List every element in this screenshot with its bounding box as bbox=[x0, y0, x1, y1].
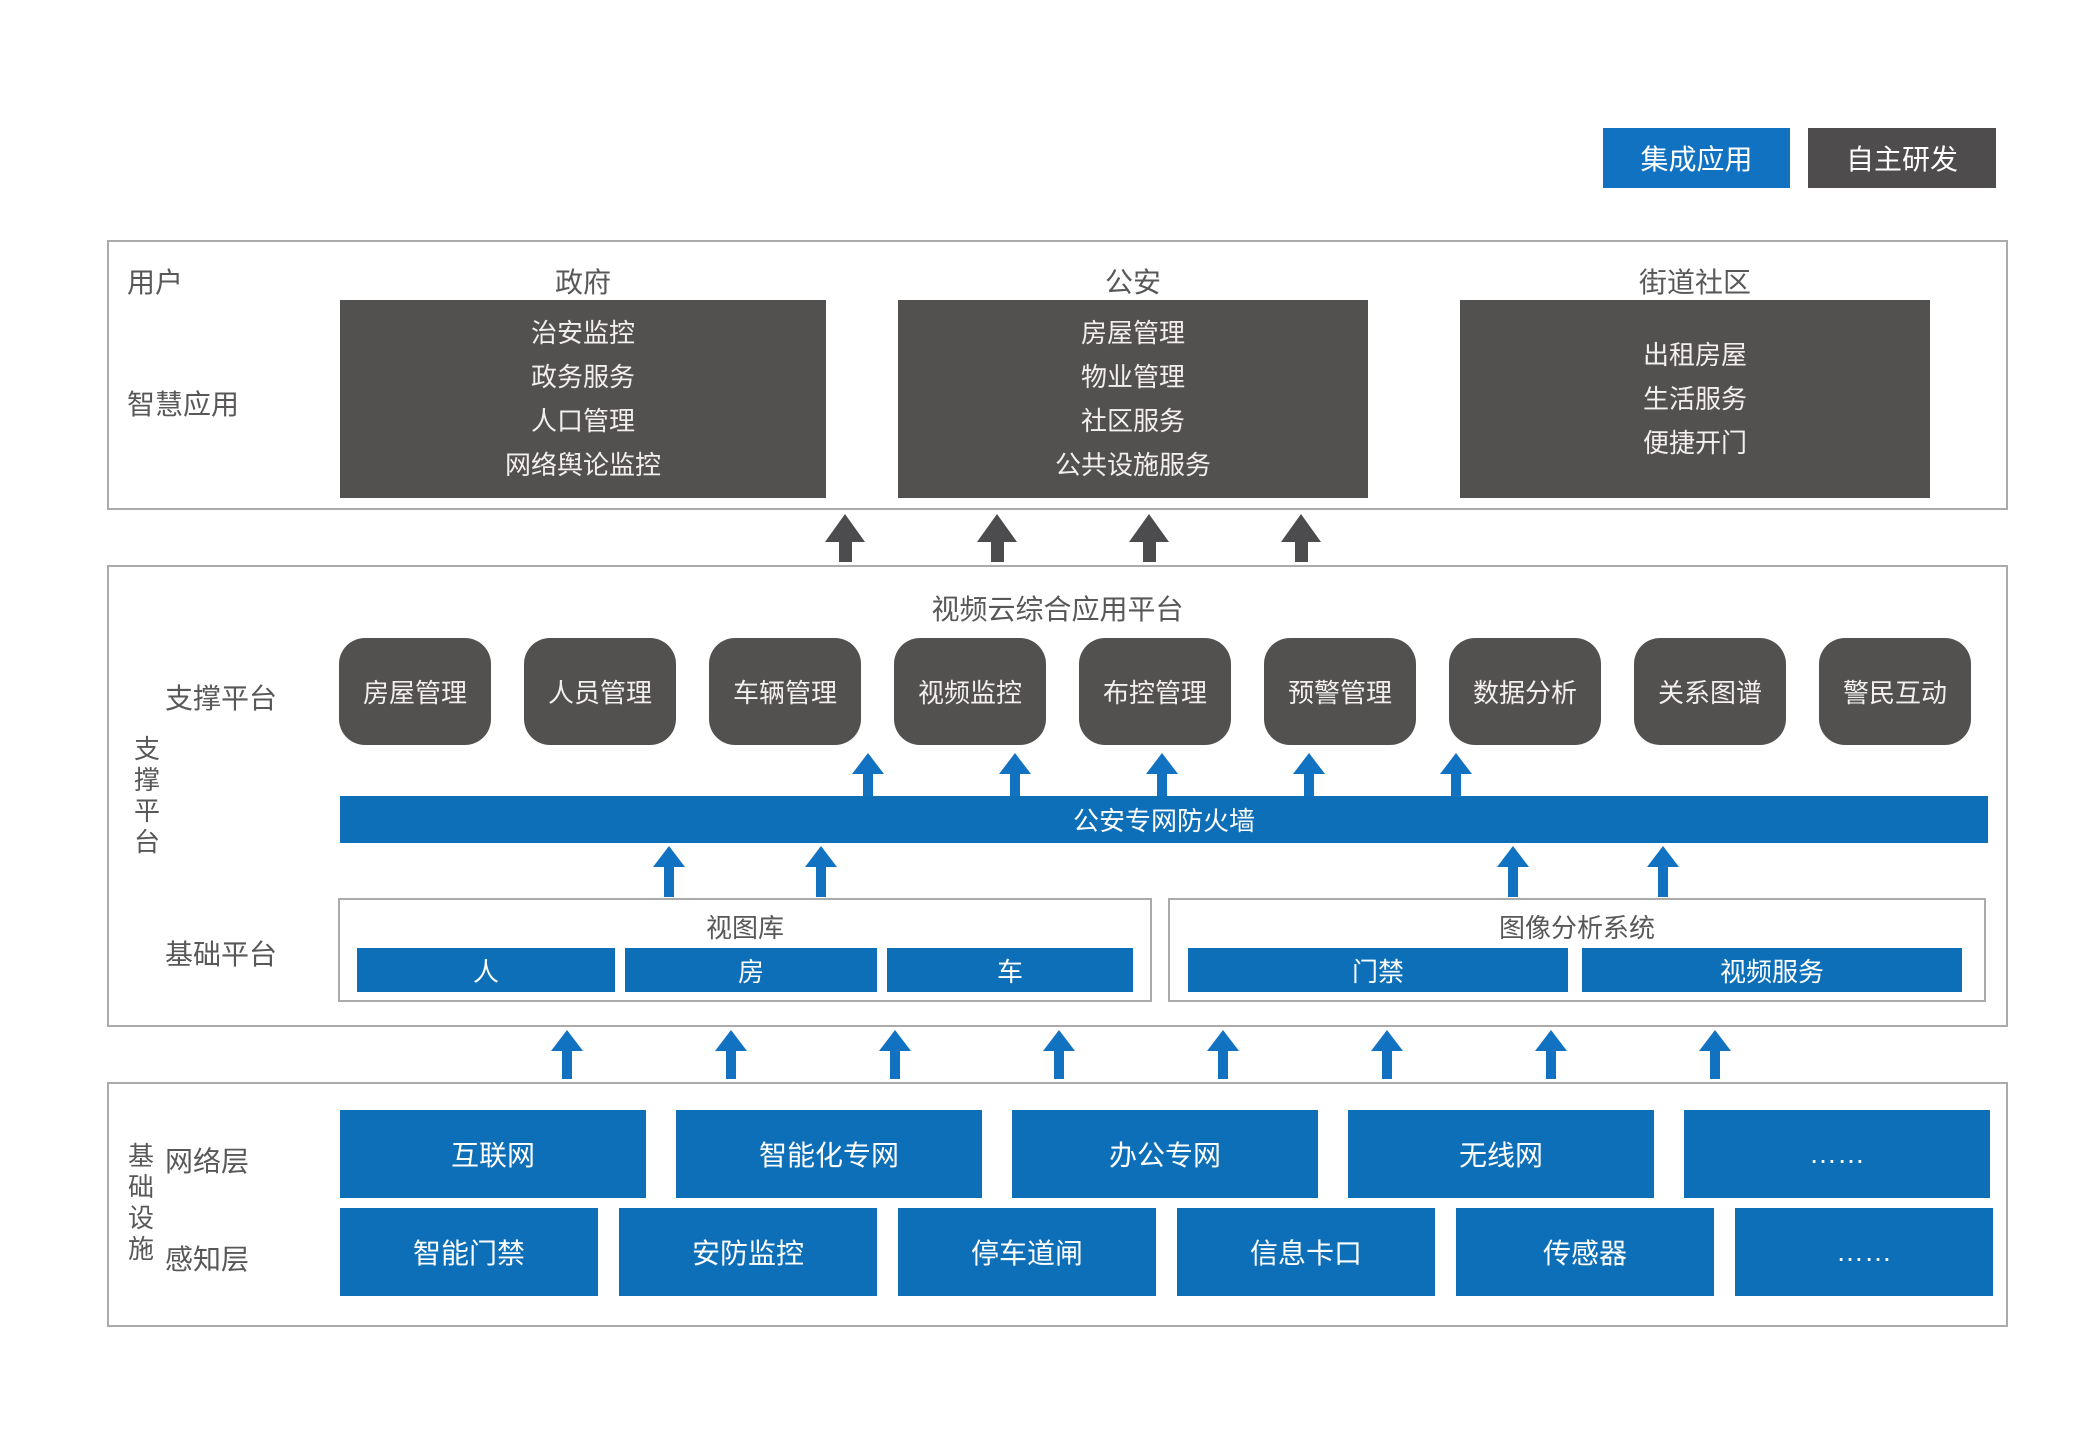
app-item: 网络舆论监控 bbox=[504, 450, 661, 480]
up-arrow-icon bbox=[1293, 753, 1325, 796]
sensing-box: 安防监控 bbox=[619, 1208, 877, 1296]
up-arrow-icon bbox=[879, 1030, 911, 1079]
network-box: 智能化专网 bbox=[676, 1110, 982, 1198]
up-arrow-icon bbox=[1699, 1030, 1731, 1079]
base-item: 房 bbox=[625, 948, 877, 992]
network-row-label: 网络层 bbox=[165, 1146, 250, 1177]
app-box-community: 出租房屋 生活服务 便捷开门 bbox=[1460, 300, 1930, 498]
platform-title: 视频云综合应用平台 bbox=[931, 594, 1184, 625]
sensing-box: 智能门禁 bbox=[340, 1208, 598, 1296]
app-item: 社区服务 bbox=[1080, 406, 1185, 436]
support-box: 房屋管理 bbox=[339, 638, 491, 745]
up-arrow-icon bbox=[1497, 846, 1529, 897]
up-arrow-icon bbox=[1207, 1030, 1239, 1079]
apps-row-label: 智慧应用 bbox=[127, 389, 240, 420]
column-header-government: 政府 bbox=[554, 267, 611, 298]
network-box: 办公专网 bbox=[1012, 1110, 1318, 1198]
app-item: 公共设施服务 bbox=[1054, 450, 1211, 480]
support-box: 预警管理 bbox=[1264, 638, 1416, 745]
sensing-box: 传感器 bbox=[1456, 1208, 1714, 1296]
up-arrow-icon bbox=[977, 514, 1017, 562]
infra-side-label: 基础设施 bbox=[127, 1141, 154, 1264]
up-arrow-icon bbox=[805, 846, 837, 897]
sensing-box: …… bbox=[1735, 1208, 1993, 1296]
support-box: 人员管理 bbox=[524, 638, 676, 745]
up-arrow-icon bbox=[1440, 753, 1472, 796]
platform-side-label: 支撑平台 bbox=[133, 734, 160, 857]
support-row-label: 支撑平台 bbox=[165, 683, 278, 714]
sensing-box: 信息卡口 bbox=[1177, 1208, 1435, 1296]
base-item: 门禁 bbox=[1188, 948, 1568, 992]
app-item: 生活服务 bbox=[1642, 384, 1747, 414]
support-box: 数据分析 bbox=[1449, 638, 1601, 745]
up-arrow-icon bbox=[1647, 846, 1679, 897]
column-header-community: 街道社区 bbox=[1638, 267, 1751, 298]
up-arrow-icon bbox=[999, 753, 1031, 796]
app-item: 房屋管理 bbox=[1080, 318, 1185, 348]
base-item: 视频服务 bbox=[1582, 948, 1962, 992]
up-arrow-icon bbox=[825, 514, 865, 562]
sensing-row-label: 感知层 bbox=[165, 1244, 250, 1275]
firewall-bar: 公安专网防火墙 bbox=[340, 796, 1988, 843]
users-row-label: 用户 bbox=[127, 267, 184, 298]
column-header-police: 公安 bbox=[1104, 267, 1161, 298]
up-arrow-icon bbox=[1146, 753, 1178, 796]
app-item: 治安监控 bbox=[530, 318, 635, 348]
app-item: 出租房屋 bbox=[1642, 340, 1747, 370]
legend-integrated-app: 集成应用 bbox=[1603, 128, 1790, 188]
legend-self-developed: 自主研发 bbox=[1808, 128, 1996, 188]
up-arrow-icon bbox=[1043, 1030, 1075, 1079]
base-item: 人 bbox=[357, 948, 615, 992]
up-arrow-icon bbox=[852, 753, 884, 796]
network-box: …… bbox=[1684, 1110, 1990, 1198]
sensing-box: 停车道闸 bbox=[898, 1208, 1156, 1296]
up-arrow-icon bbox=[653, 846, 685, 897]
up-arrow-icon bbox=[1129, 514, 1169, 562]
up-arrow-icon bbox=[1535, 1030, 1567, 1079]
support-box: 视频监控 bbox=[894, 638, 1046, 745]
support-box: 警民互动 bbox=[1819, 638, 1971, 745]
network-box: 互联网 bbox=[340, 1110, 646, 1198]
network-box: 无线网 bbox=[1348, 1110, 1654, 1198]
base-row-label: 基础平台 bbox=[165, 939, 278, 970]
app-item: 物业管理 bbox=[1080, 362, 1185, 392]
app-item: 政务服务 bbox=[530, 362, 635, 392]
support-box: 车辆管理 bbox=[709, 638, 861, 745]
app-box-police: 房屋管理 物业管理 社区服务 公共设施服务 bbox=[898, 300, 1368, 498]
app-item: 人口管理 bbox=[530, 406, 635, 436]
base-group-title: 图像分析系统 bbox=[1498, 913, 1655, 943]
support-box: 关系图谱 bbox=[1634, 638, 1786, 745]
up-arrow-icon bbox=[551, 1030, 583, 1079]
base-item: 车 bbox=[887, 948, 1133, 992]
base-group-title: 视图库 bbox=[705, 913, 784, 943]
up-arrow-icon bbox=[1371, 1030, 1403, 1079]
support-box: 布控管理 bbox=[1079, 638, 1231, 745]
app-box-government: 治安监控 政务服务 人口管理 网络舆论监控 bbox=[340, 300, 826, 498]
up-arrow-icon bbox=[1281, 514, 1321, 562]
app-item: 便捷开门 bbox=[1642, 428, 1747, 458]
up-arrow-icon bbox=[715, 1030, 747, 1079]
